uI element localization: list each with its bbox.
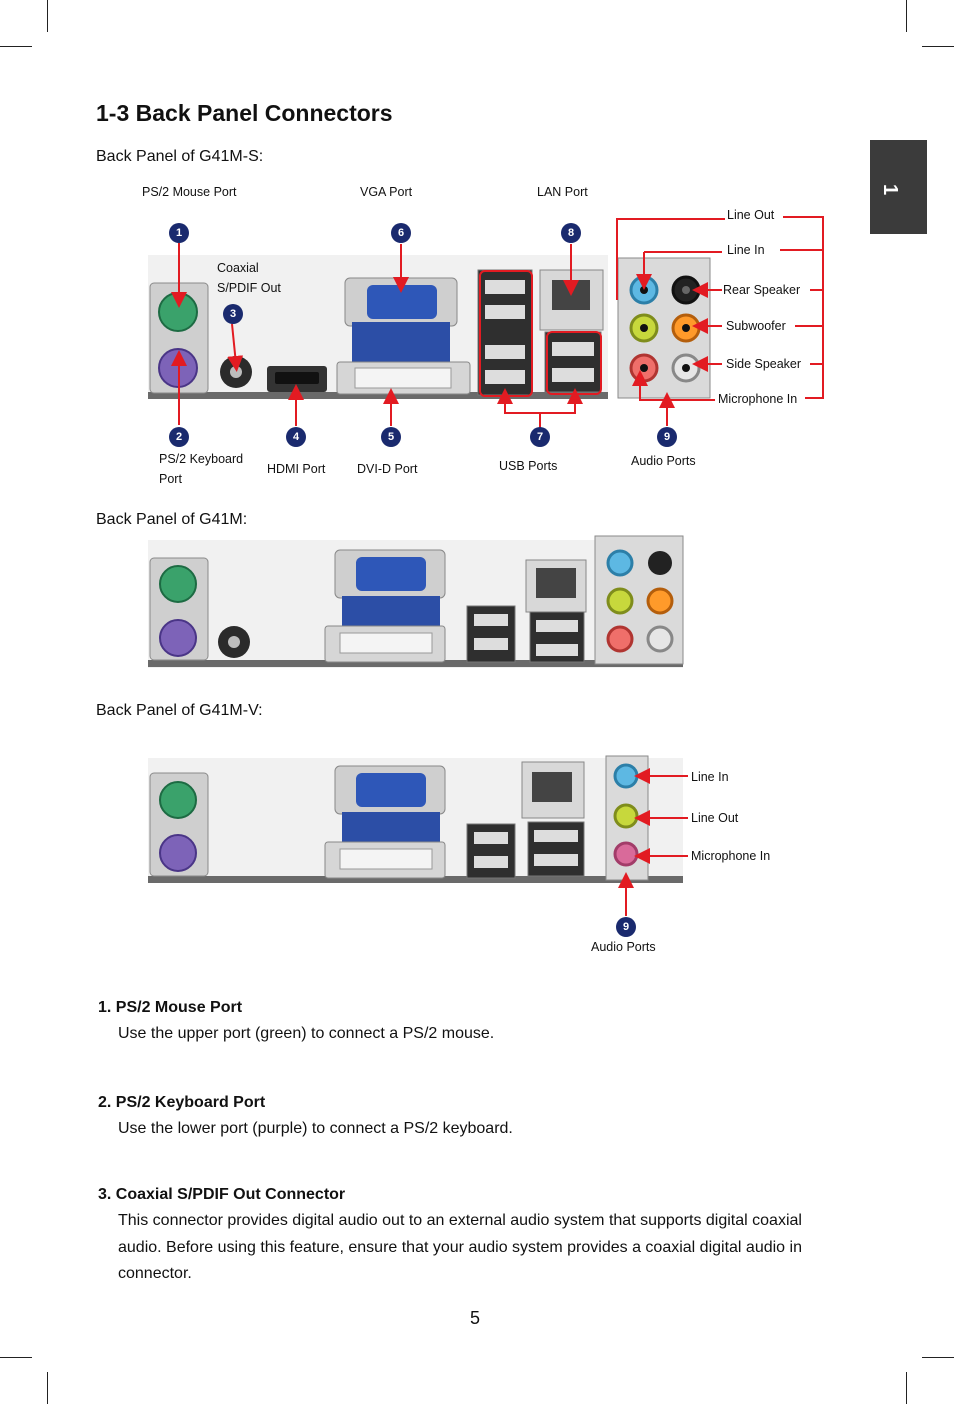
label-vga: VGA Port bbox=[360, 185, 413, 199]
label-side-speaker: Side Speaker bbox=[726, 357, 802, 371]
label-ps2-keyboard: PS/2 Keyboard Port bbox=[159, 452, 244, 486]
badge-5: 5 bbox=[381, 427, 401, 447]
label-line-out: Line Out bbox=[727, 208, 775, 222]
item-3-title: 3. Coaxial S/PDIF Out Connector bbox=[98, 1186, 346, 1203]
item-1-text: Use the upper port (green) to connect a … bbox=[118, 1025, 495, 1042]
label-coaxial: Coaxial S/PDIF Out bbox=[217, 261, 281, 295]
label-hdmi: HDMI Port bbox=[267, 462, 326, 476]
page-number: 5 bbox=[470, 1308, 481, 1328]
panel-g41m-s-callout-lines bbox=[171, 216, 824, 428]
item-1-title: 1. PS/2 Mouse Port bbox=[98, 999, 243, 1016]
crop-mark bbox=[922, 1357, 954, 1358]
item-2-text: Use the lower port (purple) to connect a… bbox=[118, 1120, 513, 1137]
panel-g41m-v-illustration bbox=[148, 755, 683, 883]
item-3-text: This connector provides digital audio ou… bbox=[118, 1212, 802, 1282]
badge-2: 2 bbox=[169, 427, 189, 447]
crop-mark bbox=[47, 0, 48, 32]
label-v-microphone-in: Microphone In bbox=[691, 849, 771, 863]
item-2-title: 2. PS/2 Keyboard Port bbox=[98, 1094, 266, 1111]
label-v-audio: Audio Ports bbox=[591, 940, 656, 954]
badge-4: 4 bbox=[286, 427, 306, 447]
badge-1: 1 bbox=[169, 223, 189, 243]
label-v-line-in: Line In bbox=[691, 770, 729, 784]
crop-mark bbox=[0, 1357, 32, 1358]
label-line-in: Line In bbox=[727, 243, 765, 257]
crop-mark bbox=[906, 0, 907, 32]
label-ps2-mouse: PS/2 Mouse Port bbox=[142, 185, 237, 199]
badge-9: 9 bbox=[657, 427, 677, 447]
crop-mark bbox=[0, 46, 32, 47]
page-title: 1-3 Back Panel Connectors bbox=[96, 100, 393, 126]
label-lan: LAN Port bbox=[537, 185, 588, 199]
badge-8: 8 bbox=[561, 223, 581, 243]
badge-3: 3 bbox=[223, 304, 243, 324]
crop-mark bbox=[906, 1372, 907, 1404]
label-dvid: DVI-D Port bbox=[357, 462, 418, 476]
label-usb: USB Ports bbox=[499, 459, 558, 473]
badge-v-9: 9 bbox=[616, 917, 636, 937]
panel-heading-g41m: Back Panel of G41M: bbox=[96, 511, 248, 528]
label-v-line-out: Line Out bbox=[691, 811, 739, 825]
panel-g41m-v-callout-lines bbox=[618, 768, 688, 916]
label-rear-speaker: Rear Speaker bbox=[723, 283, 801, 297]
label-audio: Audio Ports bbox=[631, 454, 696, 468]
panel-g41m-illustration bbox=[148, 535, 684, 668]
panel-heading-g41m-v: Back Panel of G41M-V: bbox=[96, 702, 263, 719]
badge-7: 7 bbox=[530, 427, 550, 447]
chapter-tab: 1 bbox=[870, 140, 927, 234]
panel-heading-g41m-s: Back Panel of G41M-S: bbox=[96, 148, 264, 165]
crop-mark bbox=[47, 1372, 48, 1404]
label-microphone-in: Microphone In bbox=[718, 392, 798, 406]
label-subwoofer: Subwoofer bbox=[726, 319, 786, 333]
badge-6: 6 bbox=[391, 223, 411, 243]
crop-mark bbox=[922, 46, 954, 47]
